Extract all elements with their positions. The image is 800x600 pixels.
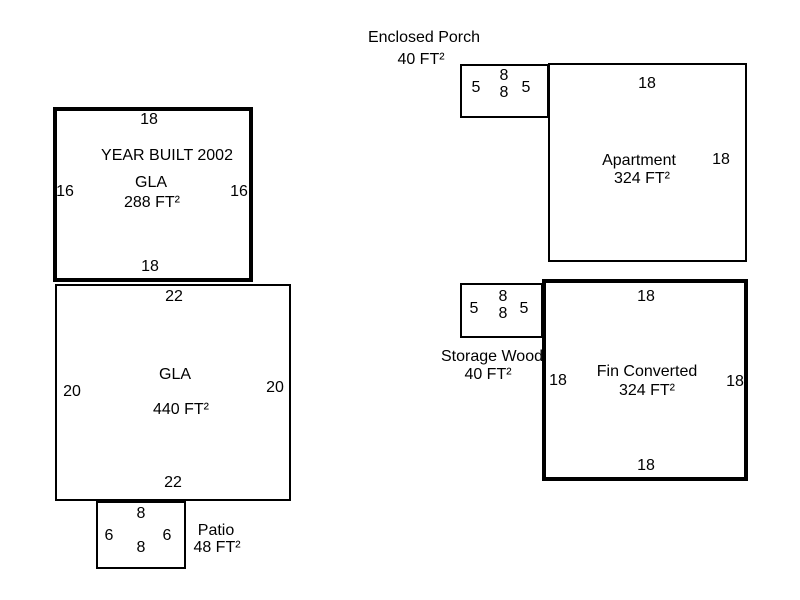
gla-main-unit-dim-top: 22: [165, 288, 183, 305]
enclosed-porch-porch-label: Enclosed Porch: [367, 29, 481, 46]
gla-upper-unit-dim-bottom: 18: [141, 258, 159, 275]
apartment-dim-top: 18: [638, 75, 656, 92]
patio-patio-size: 48 FT²: [193, 539, 241, 556]
gla-upper-unit-dim-top: 18: [140, 111, 158, 128]
enclosed-porch-dim-right: 5: [521, 79, 531, 96]
gla-main-unit-area-size: 440 FT²: [152, 401, 210, 418]
apartment-outline: [548, 63, 747, 262]
enclosed-porch-dim-left: 5: [471, 79, 481, 96]
fin-converted-fin-size: 324 FT²: [618, 382, 676, 399]
gla-upper-unit-area-label: GLA: [134, 174, 168, 191]
fin-converted-outline: [542, 279, 748, 481]
enclosed-porch-dim-bottom: 8: [499, 84, 509, 101]
apartment-dim-right: 18: [712, 151, 730, 168]
fin-converted-dim-bottom: 18: [637, 457, 655, 474]
storage-wood-storage-size: 40 FT²: [464, 366, 512, 383]
storage-wood-dim-left: 5: [469, 300, 479, 317]
gla-main-unit-dim-left: 20: [63, 383, 81, 400]
patio-outline: [96, 501, 186, 569]
gla-main-unit-dim-bottom: 22: [164, 474, 182, 491]
apartment-apartment-label: Apartment: [602, 152, 676, 169]
gla-main-unit-area-label: GLA: [158, 366, 192, 383]
gla-upper-unit-area-size: 288 FT²: [123, 194, 181, 211]
storage-wood-dim-top: 8: [498, 288, 508, 305]
patio-dim-top: 8: [136, 505, 146, 522]
patio-dim-left: 6: [104, 527, 114, 544]
fin-converted-dim-right: 18: [726, 373, 744, 390]
gla-upper-unit-dim-left: 16: [56, 183, 74, 200]
gla-upper-unit-dim-right: 16: [230, 183, 248, 200]
storage-wood-storage-label: Storage Wood: [441, 348, 543, 365]
apartment-apartment-size: 324 FT²: [613, 170, 671, 187]
patio-dim-right: 6: [162, 527, 172, 544]
fin-converted-dim-left: 18: [549, 372, 567, 389]
gla-main-unit-outline: [55, 284, 291, 501]
gla-upper-unit-year-built: YEAR BUILT 2002: [101, 147, 233, 164]
enclosed-porch-dim-top: 8: [499, 67, 509, 84]
enclosed-porch-porch-size: 40 FT²: [397, 51, 445, 68]
fin-converted-dim-top: 18: [637, 288, 655, 305]
patio-dim-bottom: 8: [136, 539, 146, 556]
storage-wood-dim-bottom: 8: [498, 305, 508, 322]
patio-patio-label: Patio: [197, 522, 235, 539]
gla-main-unit-dim-right: 20: [266, 379, 284, 396]
fin-converted-fin-label: Fin Converted: [596, 363, 698, 380]
gla-upper-unit-outline: [53, 107, 253, 282]
storage-wood-dim-right: 5: [519, 300, 529, 317]
